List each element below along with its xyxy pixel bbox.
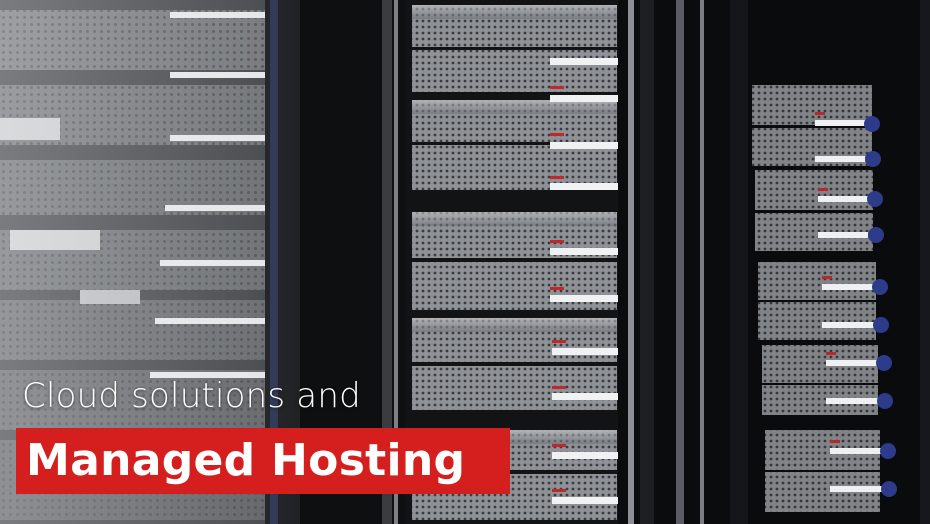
caption-line-2: Managed Hosting — [26, 435, 466, 486]
caption-line-1: Cloud solutions and — [22, 376, 361, 416]
caption-highlight-box — [16, 428, 510, 494]
